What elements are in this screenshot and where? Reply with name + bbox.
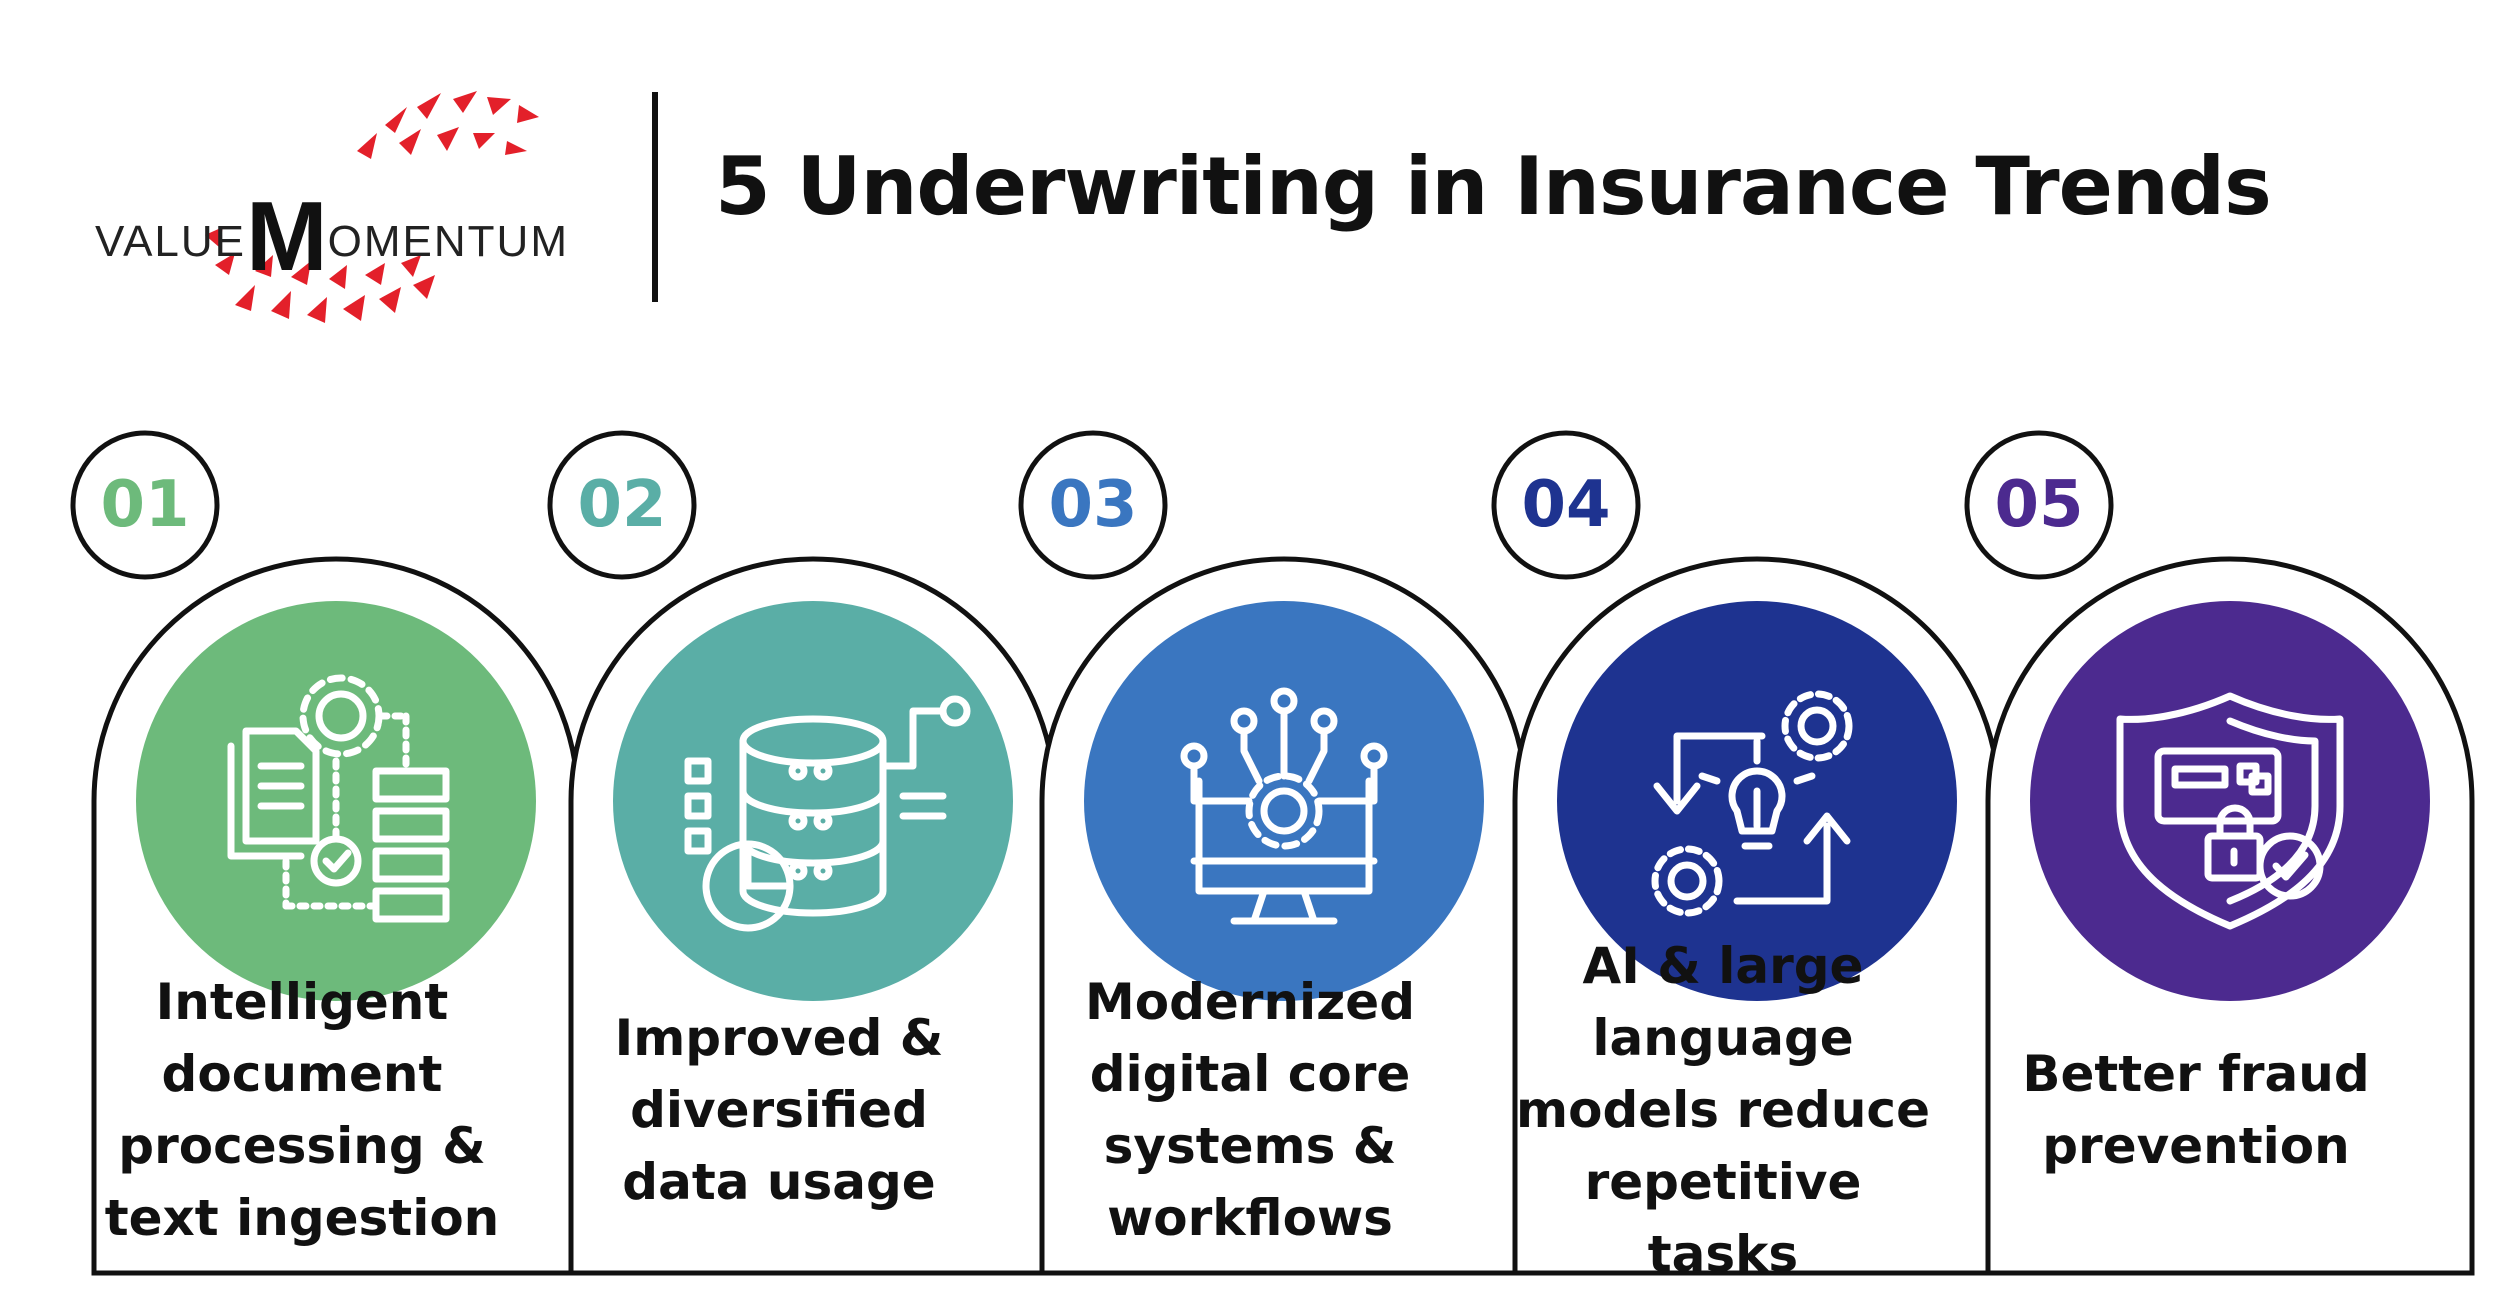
trend-card-03: 03 Modernized digital core systems & wor…	[1018, 430, 1529, 1276]
monitor-gear-network-icon	[1180, 687, 1388, 925]
card-label: AI & large language models reduce repeti…	[1516, 937, 1930, 1283]
trend-card-05: 05 Better fraud prevention	[1964, 430, 2475, 1276]
card-outline	[1018, 430, 1529, 1276]
card-outline	[1964, 430, 2475, 1276]
document-workflow-gear-icon	[227, 674, 450, 923]
page-title: 5 Underwriting in Insurance Trends	[715, 140, 2272, 233]
card-number: 03	[1048, 468, 1138, 542]
logo-swoosh-icon	[205, 91, 539, 323]
shield-lock-check-icon	[2116, 692, 2344, 930]
valuemomentum-logo: VALUEMOMENTUM	[95, 85, 615, 335]
gears-lightbulb-arrows-icon	[1651, 690, 1853, 917]
trend-card-02: 02 Improved & diversified data usage	[547, 430, 1058, 1276]
card-number: 05	[1994, 468, 2084, 542]
card-outline	[70, 430, 581, 1276]
card-number: 01	[100, 468, 190, 542]
card-number: 02	[577, 468, 667, 542]
card-label: Modernized digital core systems & workfl…	[1084, 973, 1415, 1247]
card-number: 04	[1521, 468, 1611, 542]
trend-card-01: 01 Intelligent document processing & tex…	[70, 430, 581, 1276]
card-label: Improved & diversified data usage	[614, 1009, 944, 1211]
card-label: Intelligent document processing & text i…	[104, 973, 500, 1247]
database-chart-icon	[684, 695, 971, 932]
trend-card-04: 04 AI & large language models reduce rep…	[1491, 430, 2002, 1283]
header-divider	[652, 92, 658, 302]
card-label: Better fraud prevention	[2022, 1045, 2370, 1175]
logo-wordmark: VALUEMOMENTUM	[95, 181, 569, 291]
